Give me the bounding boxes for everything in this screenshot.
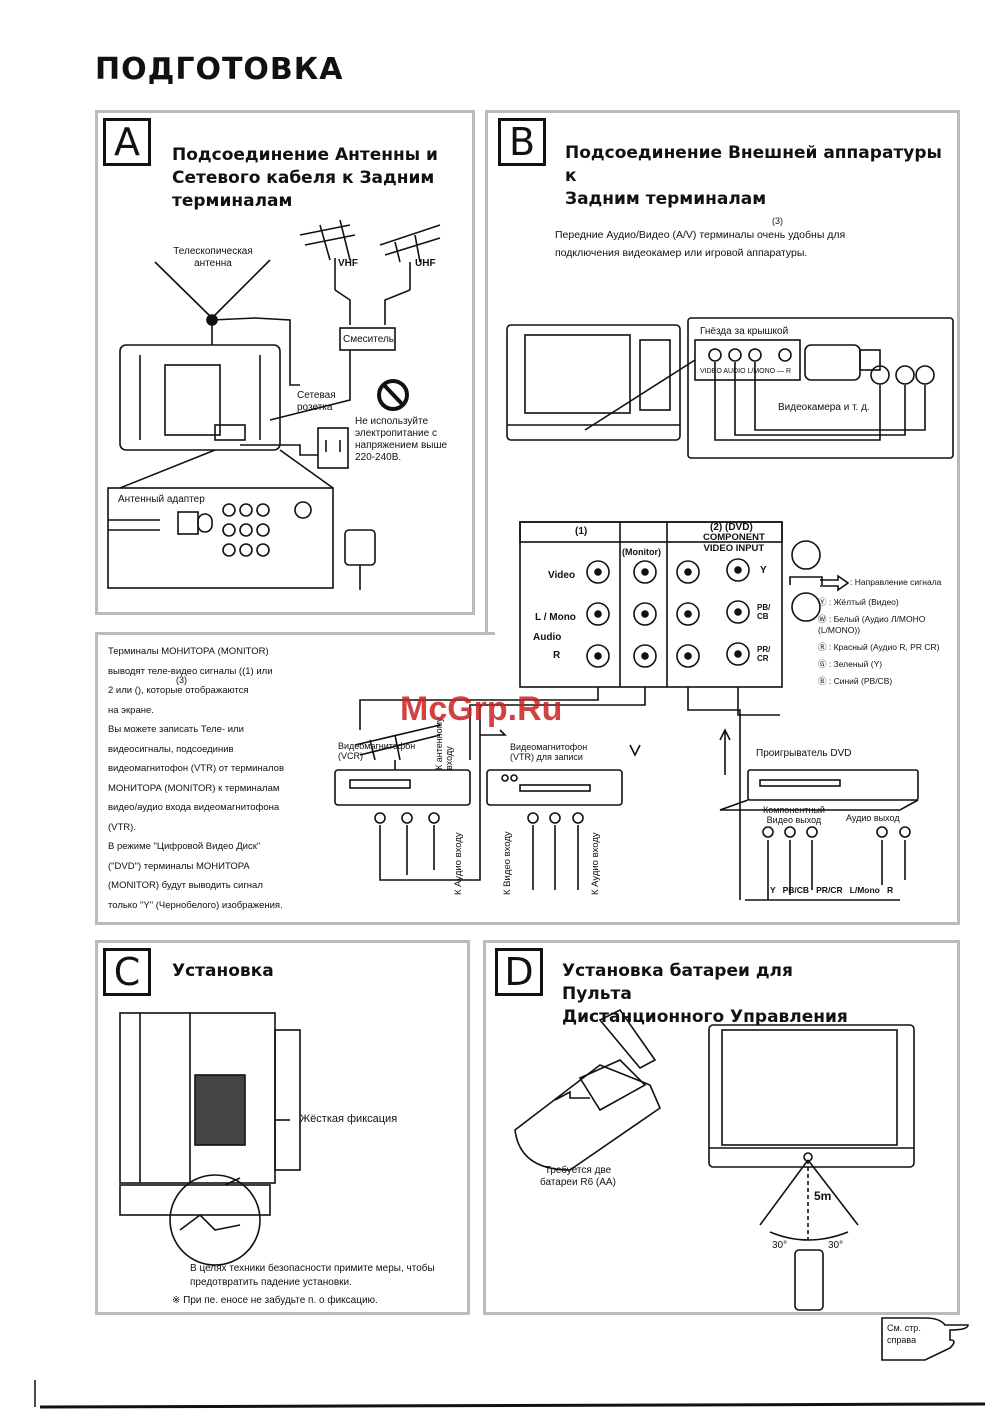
row-r-label: R bbox=[553, 650, 561, 661]
panel-c bbox=[95, 940, 470, 1315]
legend-white: Ⓦ : Белый (Аудио Л/МОНО (L/MONO)) bbox=[818, 614, 926, 635]
front-av-intro: Передние Аудио/Видео (A/V) терминалы оче… bbox=[555, 229, 846, 259]
pr-label: PR/CR bbox=[757, 645, 771, 663]
jacks-behind-cover-label: Гнёзда за крышкой bbox=[700, 326, 789, 337]
intro-superscript: (3) bbox=[772, 216, 783, 226]
pb-label: PB/CB bbox=[757, 603, 771, 621]
row-video-label: Video bbox=[548, 570, 576, 581]
color-legend: : Направление сигнала Ⓨ : Жёлтый (Видео)… bbox=[818, 577, 978, 687]
angle-left-label: 30° bbox=[772, 1240, 788, 1251]
page-title: ПОДГОТОВКА bbox=[95, 52, 344, 87]
to-video-input-label: К Видео входу bbox=[502, 831, 513, 895]
to-audio-input-label-right: К Аудио входу bbox=[590, 832, 601, 895]
row-audio-label: Audio bbox=[533, 632, 562, 643]
terminal-2-label: (2) (DVD) bbox=[710, 522, 753, 533]
legend-red: Ⓡ : Красный (Аудио R, PR CR) bbox=[818, 642, 940, 652]
monitor-description: Терминалы МОНИТОРА (MONITOR) выводят тел… bbox=[108, 646, 285, 911]
safety-note: В целях техники безопасности примите мер… bbox=[190, 1263, 435, 1288]
section-c-letter: C bbox=[103, 948, 151, 996]
dvd-player-label: Проигрыватель DVD bbox=[756, 748, 852, 759]
antenna-adapter-label: Антенный адаптер bbox=[118, 494, 205, 505]
vtr-record-label: Видеомагнитофон(VTR) для записи bbox=[510, 742, 588, 762]
terminal-1-label: (1) bbox=[575, 526, 588, 537]
to-audio-input-label-left: К Аудио входу bbox=[453, 832, 464, 895]
moving-note: ※ При пе. еносе не забудьте п. о фиксаци… bbox=[172, 1295, 378, 1306]
panel-a bbox=[95, 110, 475, 615]
legend-blue: Ⓑ : Синий (PB/CB) bbox=[818, 676, 893, 686]
legend-green: Ⓖ : Зеленый (Y) bbox=[818, 659, 883, 669]
jacks-sub-label: VIDEO AUDIO L/MONO — R bbox=[700, 368, 792, 375]
section-c-heading: Установка bbox=[172, 961, 274, 981]
rigid-fixation-label: Жёсткая фиксация bbox=[300, 1113, 398, 1125]
row-lmono-label: L / Mono bbox=[535, 612, 576, 623]
distance-label: 5m bbox=[814, 1189, 832, 1203]
panel-b bbox=[485, 110, 960, 925]
section-a-letter: A bbox=[103, 118, 151, 166]
y-label: Y bbox=[760, 565, 767, 576]
terminal-monitor-label: (Monitor) bbox=[622, 547, 661, 557]
monitor-superscript: (3) bbox=[176, 675, 187, 685]
dvd-output-labels: Y PB/CB PR/CR L/Mono R bbox=[770, 885, 894, 895]
vcr-label: Видеомагнитофон(VCR) bbox=[338, 741, 416, 761]
mixer-label: Смеситель bbox=[343, 334, 394, 345]
section-d-letter: D bbox=[495, 948, 543, 996]
uhf-label: UHF bbox=[415, 258, 436, 269]
angle-right-label: 30° bbox=[828, 1240, 844, 1251]
legend-signal: : Направление сигнала bbox=[850, 577, 942, 587]
vhf-label: VHF bbox=[338, 258, 358, 269]
watermark: McGrp.Ru bbox=[400, 690, 563, 728]
camcorder-label: Видеокамера и т. д. bbox=[778, 402, 870, 413]
audio-out-label: Аудио выход bbox=[846, 813, 900, 823]
legend-yellow: Ⓨ : Жёлтый (Видео) bbox=[818, 597, 899, 607]
panel-monitor bbox=[95, 632, 495, 925]
see-right-page[interactable]: См. стр.справа bbox=[887, 1323, 921, 1345]
section-b-letter: B bbox=[498, 118, 546, 166]
